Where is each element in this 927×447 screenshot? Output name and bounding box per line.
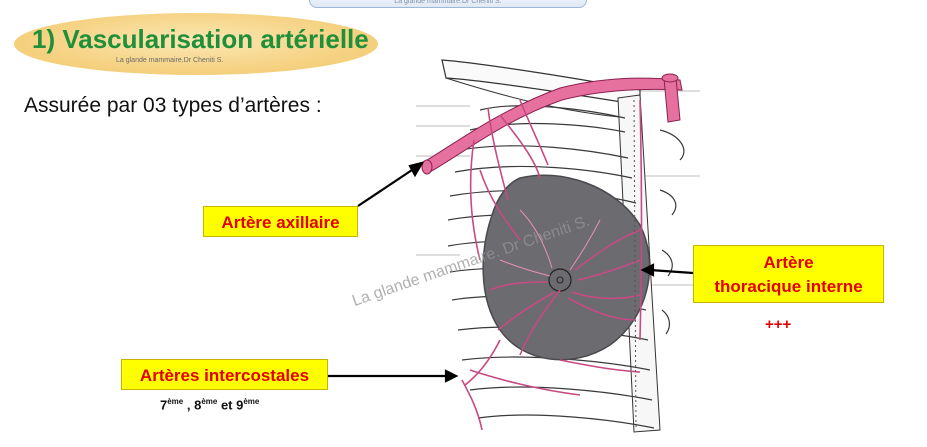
emphasis-mark: +++ (765, 316, 792, 333)
axillary-artery (421, 73, 683, 175)
label-axillary-artery: Artère axillaire (203, 206, 358, 237)
leader-lines (416, 90, 700, 286)
label-internal-thoracic-artery: Artère thoracique interne (693, 245, 884, 303)
label-thoracic-line1: Artère (763, 253, 814, 272)
label-intercostal-arteries: Artères intercostales (121, 359, 328, 390)
rib-numbers: 7ème , 8ème et 9ème (160, 397, 260, 413)
pointer-arrows (328, 161, 694, 383)
title-subtitle: La glande mammaire.Dr Cheniti S. (116, 57, 224, 64)
artery-branches (461, 99, 643, 431)
mammary-gland (482, 174, 651, 361)
title-oval (14, 13, 378, 75)
slide-title: 1) Vascularisation artérielle (32, 24, 369, 54)
internal-thoracic-dotted (633, 99, 637, 431)
intro-text: Assurée par 03 types d’artères : (24, 94, 322, 117)
label-thoracic-line2: thoracique interne (714, 277, 863, 296)
artery-branches-fine (499, 209, 601, 277)
